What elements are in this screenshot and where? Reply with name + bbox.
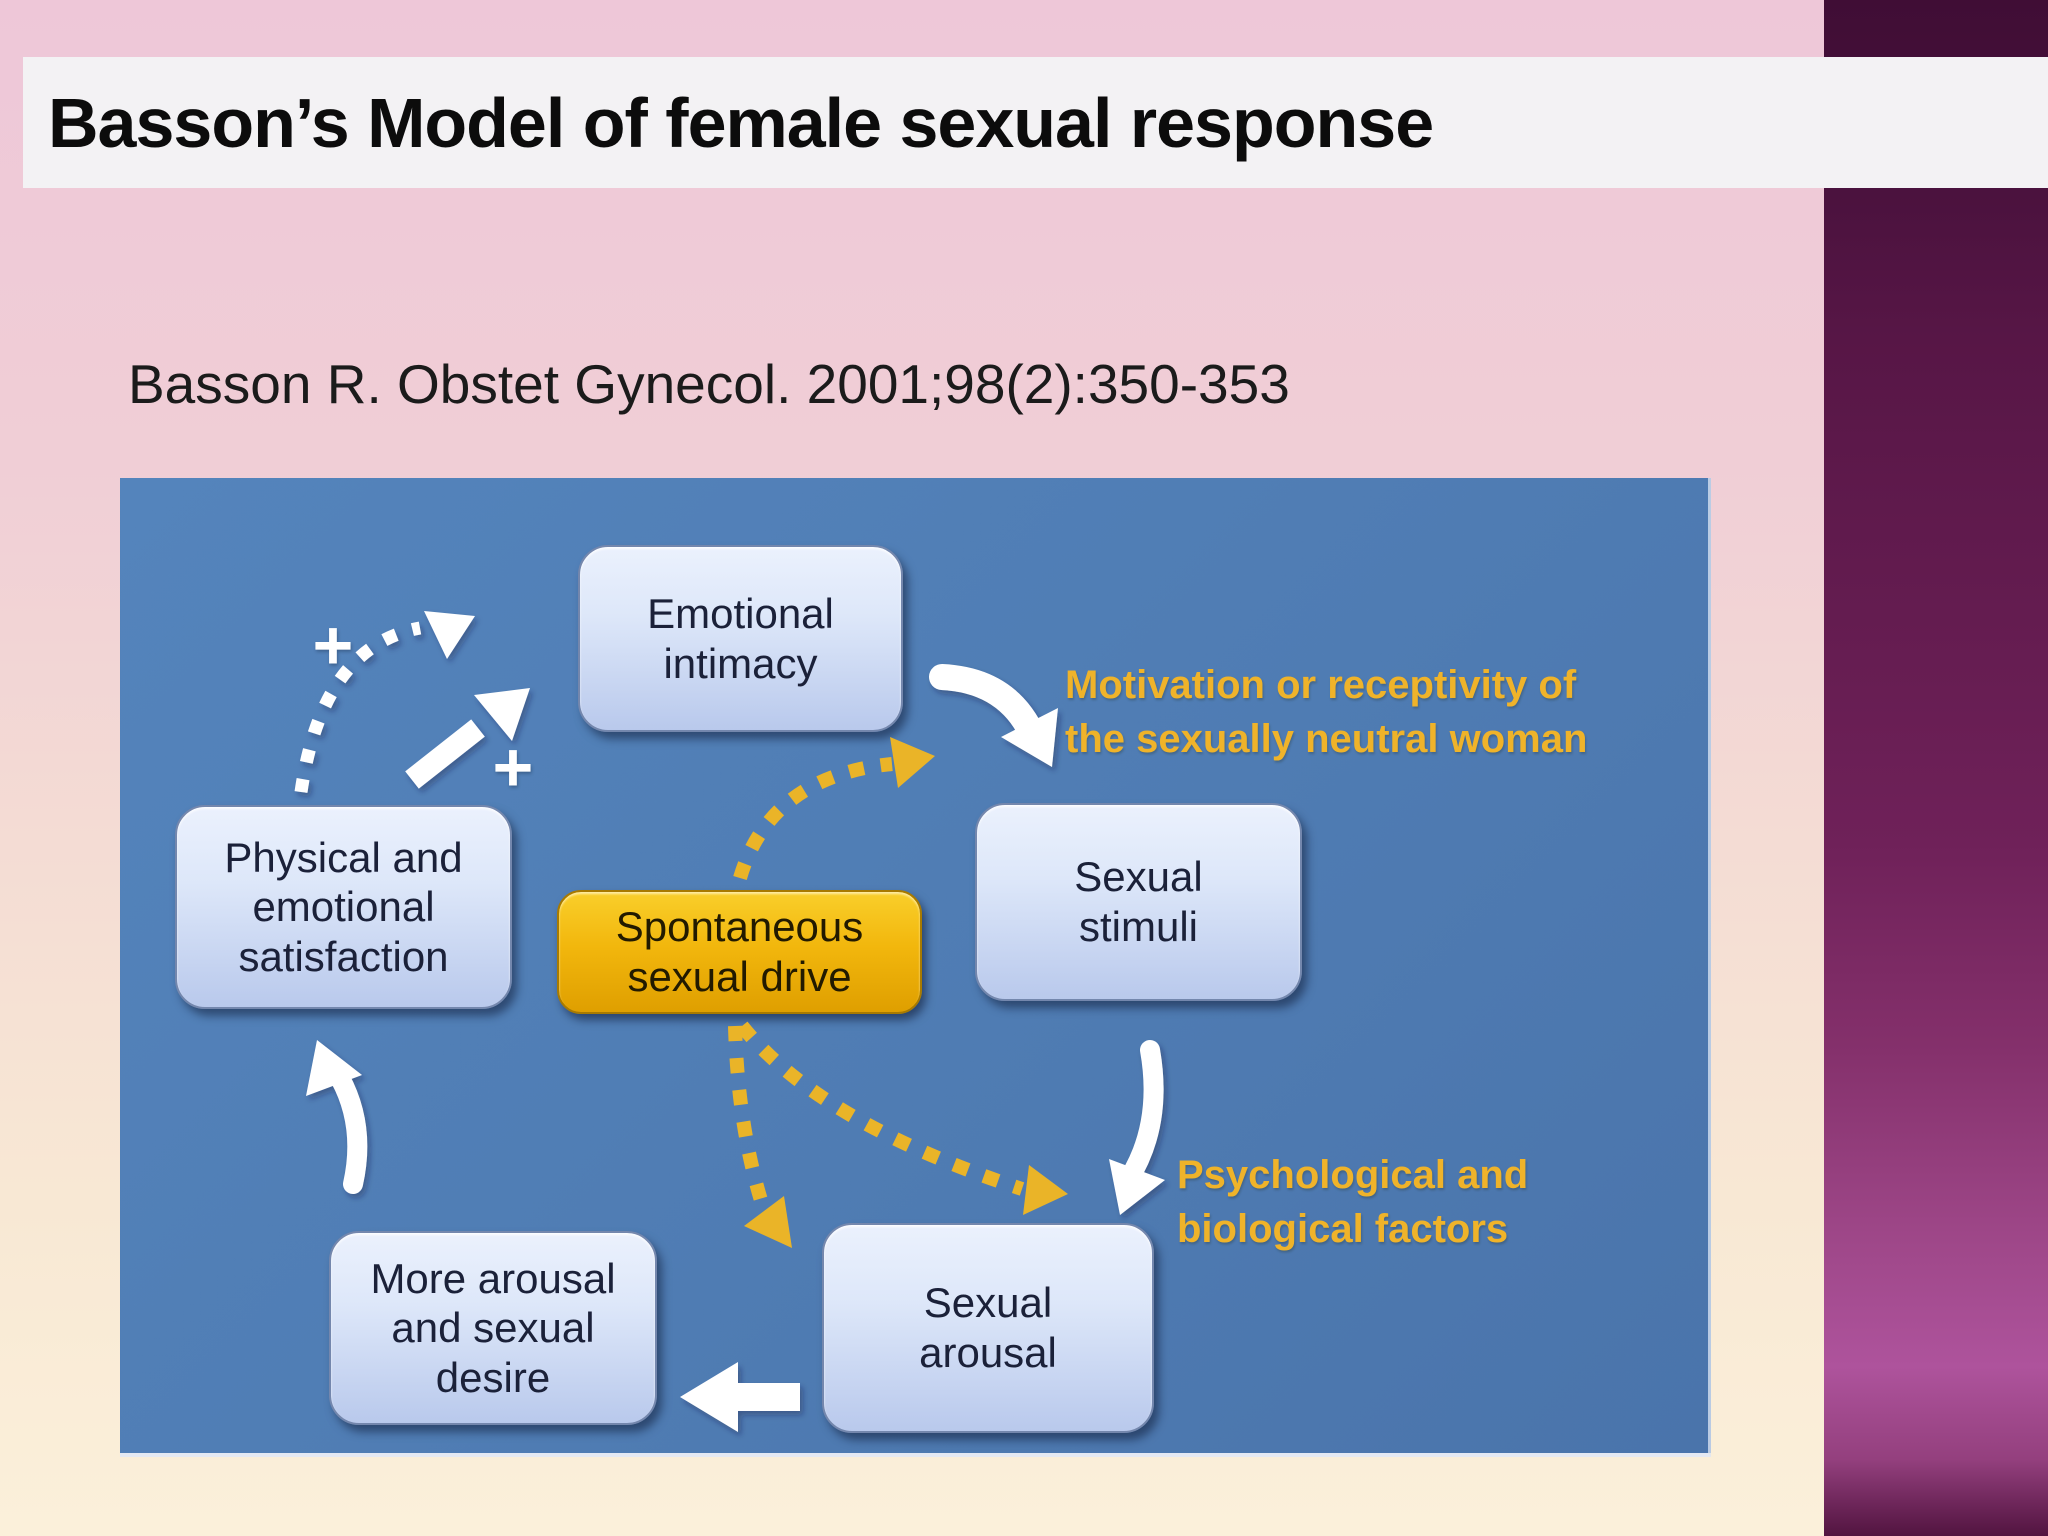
title-bar: Basson’s Model of female sexual response — [23, 57, 2048, 188]
node-physical-emotional-satisfaction: Physical and emotional satisfaction — [175, 805, 512, 1009]
drive-motivation-dotted-arrow-icon — [733, 737, 935, 881]
sidebar-accent-bar — [1824, 0, 2048, 1536]
node-sexual-stimuli: Sexual stimuli — [975, 803, 1302, 1001]
drive-arousal-dotted-arrow-icon — [728, 1025, 792, 1248]
plus-sign: + — [492, 728, 534, 806]
citation-text: Basson R. Obstet Gynecol. 2001;98(2):350… — [128, 353, 1290, 415]
annotation-motivation-receptivity: Motivation or receptivity of the sexuall… — [1065, 663, 1588, 761]
intimacy-motivation-arrow-icon — [929, 664, 1058, 767]
node-emotional-intimacy: Emotional intimacy — [578, 545, 903, 732]
plus-sign: + — [312, 606, 354, 684]
arousal-more-arousal-arrow-icon — [680, 1362, 800, 1432]
annotation-psychological-biological: Psychological and biological factors — [1177, 1153, 1529, 1251]
page-title: Basson’s Model of female sexual response — [48, 83, 1434, 162]
more-arousal-satisfaction-arrow-icon — [306, 1040, 368, 1194]
node-sexual-arousal: Sexual arousal — [822, 1223, 1154, 1433]
stimuli-arousal-arrow-icon — [1109, 1040, 1165, 1215]
node-spontaneous-sexual-drive: Spontaneous sexual drive — [557, 890, 922, 1014]
node-more-arousal-desire: More arousal and sexual desire — [329, 1231, 657, 1425]
drive-factors-dotted-arrow-icon — [736, 1021, 1068, 1215]
diagram-panel: Emotional intimacy Physical and emotiona… — [120, 478, 1711, 1457]
